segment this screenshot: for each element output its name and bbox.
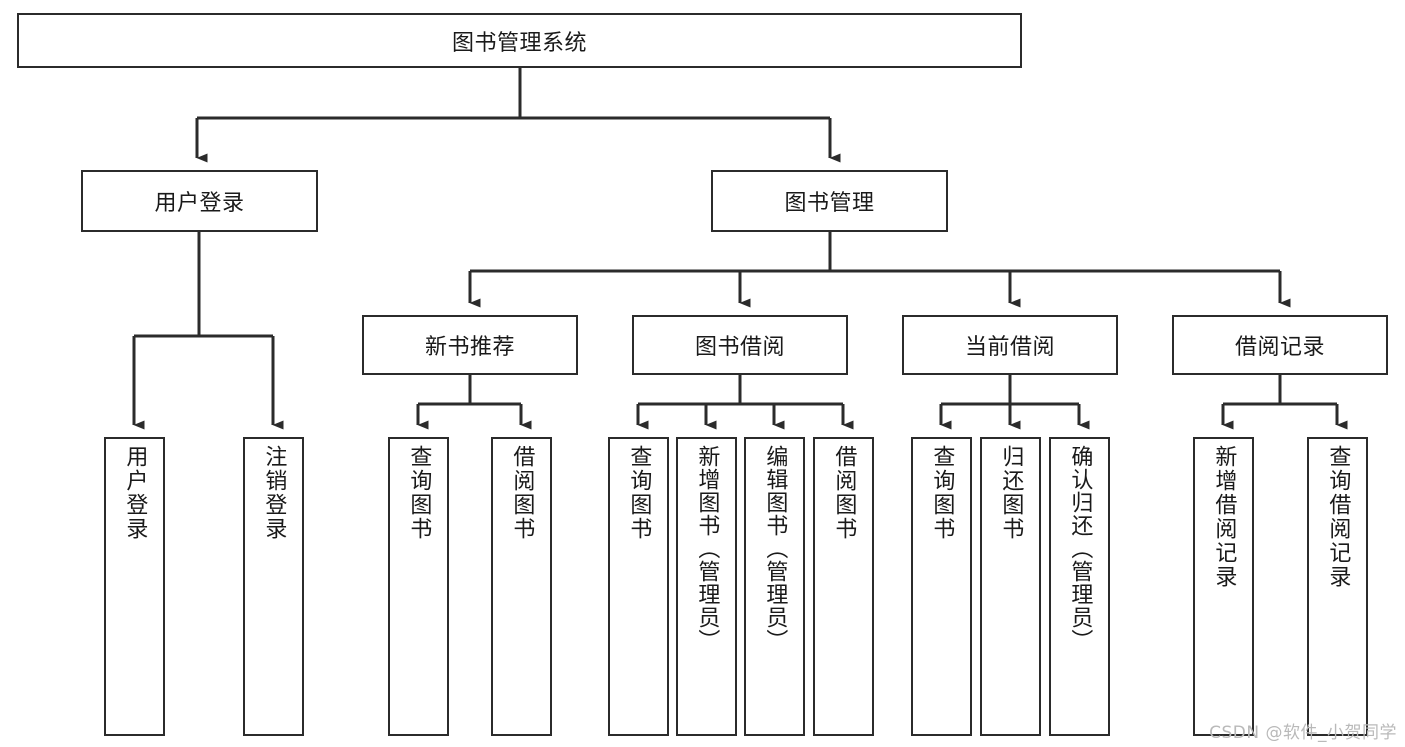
leaf-logout-login[interactable]: 注销登录 (243, 437, 304, 736)
leaf-confirm-return-admin[interactable]: 确认归还（管理员） (1049, 437, 1110, 736)
node-label: 借阅记录 (1234, 335, 1325, 360)
node-label: 图书管理 (784, 191, 875, 216)
leaf-query-book-current[interactable]: 查询图书 (911, 437, 972, 736)
node-label: 确认归还（管理员） (1067, 445, 1093, 652)
node-label: 查询借阅记录 (1325, 445, 1351, 589)
node-label: 查询图书 (626, 445, 652, 541)
leaf-edit-book-admin[interactable]: 编辑图书（管理员） (744, 437, 805, 736)
node-label: 新增图书（管理员） (694, 445, 720, 652)
leaf-query-borrow-record[interactable]: 查询借阅记录 (1307, 437, 1368, 736)
leaf-query-book-borrow[interactable]: 查询图书 (608, 437, 669, 736)
node-current-borrow[interactable]: 当前借阅 (902, 315, 1118, 375)
node-label: 新增借阅记录 (1211, 445, 1237, 589)
node-borrow-record[interactable]: 借阅记录 (1172, 315, 1388, 375)
node-label: 用户登录 (122, 445, 148, 541)
node-label: 归还图书 (998, 445, 1024, 541)
node-label: 编辑图书（管理员） (762, 445, 788, 652)
node-label: 图书管理系统 (451, 30, 587, 56)
node-label: 查询图书 (406, 445, 432, 541)
node-label: 图书借阅 (694, 335, 785, 360)
node-root-book-management-system[interactable]: 图书管理系统 (17, 13, 1022, 68)
leaf-add-borrow-record[interactable]: 新增借阅记录 (1193, 437, 1254, 736)
node-user-login[interactable]: 用户登录 (81, 170, 318, 232)
watermark-text: CSDN @软件_小贺同学 (1209, 723, 1397, 743)
leaf-query-book-new-rec[interactable]: 查询图书 (388, 437, 449, 736)
leaf-borrow-book-borrow[interactable]: 借阅图书 (813, 437, 874, 736)
node-label: 借阅图书 (509, 445, 535, 541)
node-label: 查询图书 (929, 445, 955, 541)
leaf-user-login[interactable]: 用户登录 (104, 437, 165, 736)
leaf-add-book-admin[interactable]: 新增图书（管理员） (676, 437, 737, 736)
node-book-management[interactable]: 图书管理 (711, 170, 948, 232)
node-label: 注销登录 (261, 445, 287, 541)
node-label: 当前借阅 (964, 335, 1055, 360)
leaf-borrow-book-new-rec[interactable]: 借阅图书 (491, 437, 552, 736)
node-label: 借阅图书 (831, 445, 857, 541)
node-label: 用户登录 (154, 191, 245, 216)
node-new-book-recommendation[interactable]: 新书推荐 (362, 315, 578, 375)
leaf-return-book[interactable]: 归还图书 (980, 437, 1041, 736)
node-label: 新书推荐 (424, 335, 515, 360)
node-book-borrow[interactable]: 图书借阅 (632, 315, 848, 375)
